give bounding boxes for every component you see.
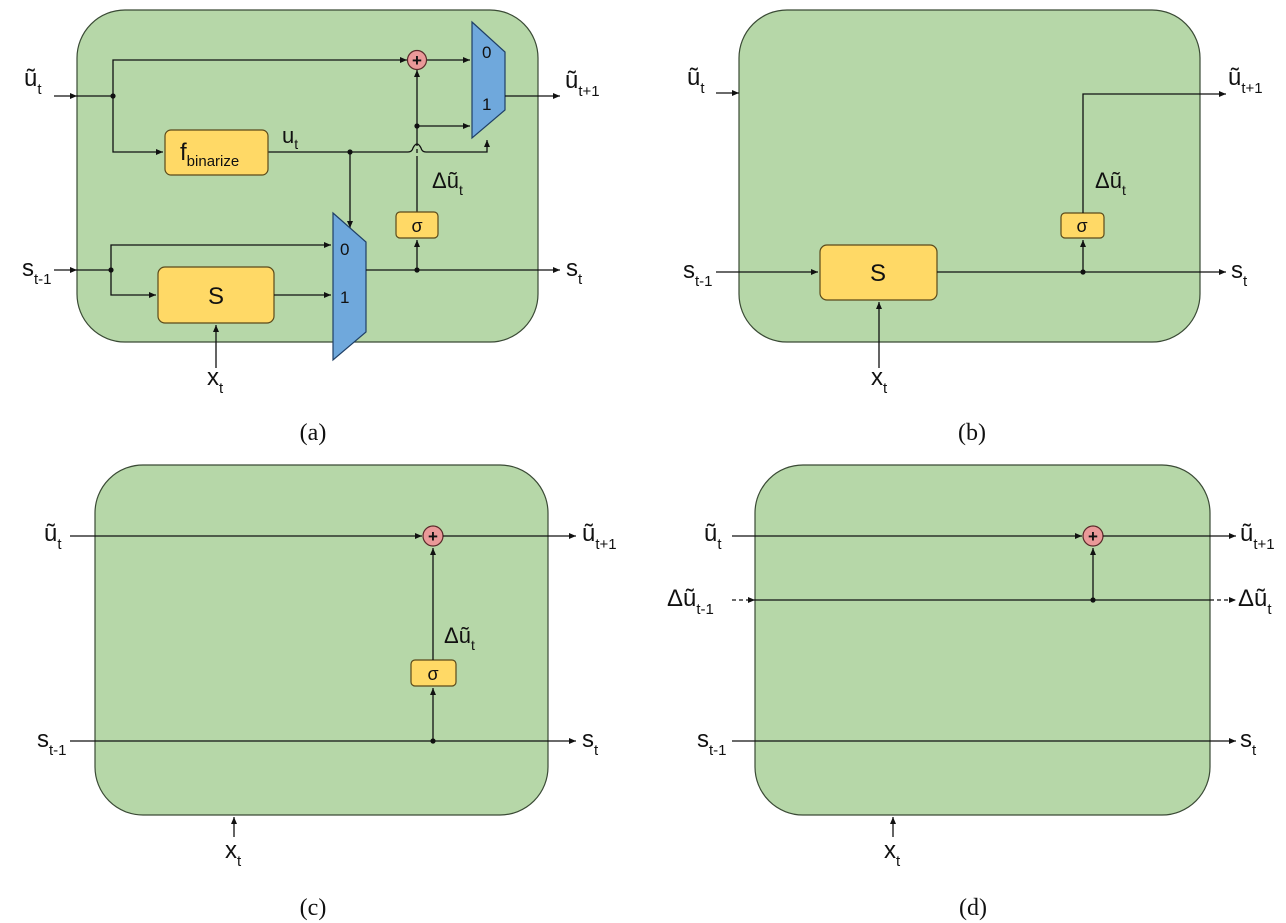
sigma-block-a: [395, 211, 439, 239]
output-u-label-c: ũt+1: [582, 520, 617, 553]
state-label-a: S: [208, 283, 224, 310]
output-s-label-d: st: [1240, 726, 1257, 759]
plus-symbol-a: +: [412, 51, 422, 70]
mux-top-in0-a: 0: [482, 43, 491, 62]
wire-u-top-a: [112, 57, 407, 96]
panel-d: + ũt Δũt-1 st-1 xt ũt+1 Δũt st (d): [667, 464, 1275, 921]
wire-delta-out-b: [1082, 91, 1226, 213]
cell-body-a: [76, 9, 539, 343]
sigma-label-c: σ: [427, 664, 438, 684]
cell-body-c: [94, 464, 549, 816]
panel-c: + σ Δũt ũt st-1 xt ũt+1 st (c): [37, 464, 617, 921]
caption-c: (c): [300, 895, 327, 921]
mux-top-a: [471, 20, 506, 140]
input-x-label-b: xt: [871, 364, 888, 397]
delta-label-b: Δũt: [1095, 168, 1126, 198]
output-s-label-c: st: [582, 726, 599, 759]
wire-s-to-S-a: [110, 270, 156, 298]
sigma-label-b: σ: [1076, 216, 1087, 236]
output-u-label-b: ũt+1: [1228, 64, 1263, 97]
panel-b: S σ Δũt ũt st-1 xt ũt+1 st (b): [683, 9, 1263, 446]
wire-ut-hop-a: [350, 140, 490, 153]
input-x-label-d: xt: [884, 837, 901, 870]
cell-body-b: [738, 9, 1201, 343]
delta-label-a: Δũt: [432, 168, 463, 198]
output-u-label-a: ũt+1: [565, 67, 600, 100]
input-u-label-d: ũt: [704, 520, 722, 553]
input-s-label-c: st-1: [37, 726, 67, 759]
input-u-label-c: ũt: [44, 520, 62, 553]
mux-bottom-a: [332, 211, 367, 362]
mux-top-in1-a: 1: [482, 95, 491, 114]
plus-symbol-c: +: [428, 527, 438, 546]
mux-bottom-in1-a: 1: [340, 288, 349, 307]
output-u-label-d: ũt+1: [1240, 520, 1275, 553]
input-u-label-a: ũt: [24, 65, 42, 98]
ut-label-a: ut: [282, 123, 298, 152]
input-x-label-a: xt: [207, 364, 224, 397]
input-s-label-a: st-1: [22, 255, 52, 288]
input-u-label-b: ũt: [687, 64, 705, 97]
caption-a: (a): [300, 420, 327, 446]
caption-d: (d): [959, 895, 987, 921]
binarize-label-a: fbinarize: [180, 139, 239, 170]
output-delta-label-d: Δũt: [1238, 585, 1272, 618]
binarize-block-a: [164, 129, 269, 176]
input-delta-label-d: Δũt-1: [667, 585, 714, 618]
output-s-label-b: st: [1231, 257, 1248, 290]
state-label-b: S: [870, 260, 886, 287]
input-s-label-d: st-1: [697, 726, 727, 759]
output-s-label-a: st: [566, 255, 583, 288]
panel-a: 0 1 + fbinarize ut S 0 1 σ Δũt: [22, 9, 600, 446]
wire-s-mux0-a: [110, 242, 331, 270]
plus-symbol-d: +: [1088, 527, 1098, 546]
input-x-label-c: xt: [225, 837, 242, 870]
caption-b: (b): [958, 420, 986, 446]
sigma-label-a: σ: [411, 216, 422, 236]
delta-label-c: Δũt: [444, 623, 475, 653]
wire-u-binarize-a: [112, 96, 163, 155]
cell-body-d: [754, 464, 1211, 816]
mux-bottom-in0-a: 0: [340, 240, 349, 259]
plus-node-a: [406, 49, 428, 71]
input-s-label-b: st-1: [683, 257, 713, 290]
